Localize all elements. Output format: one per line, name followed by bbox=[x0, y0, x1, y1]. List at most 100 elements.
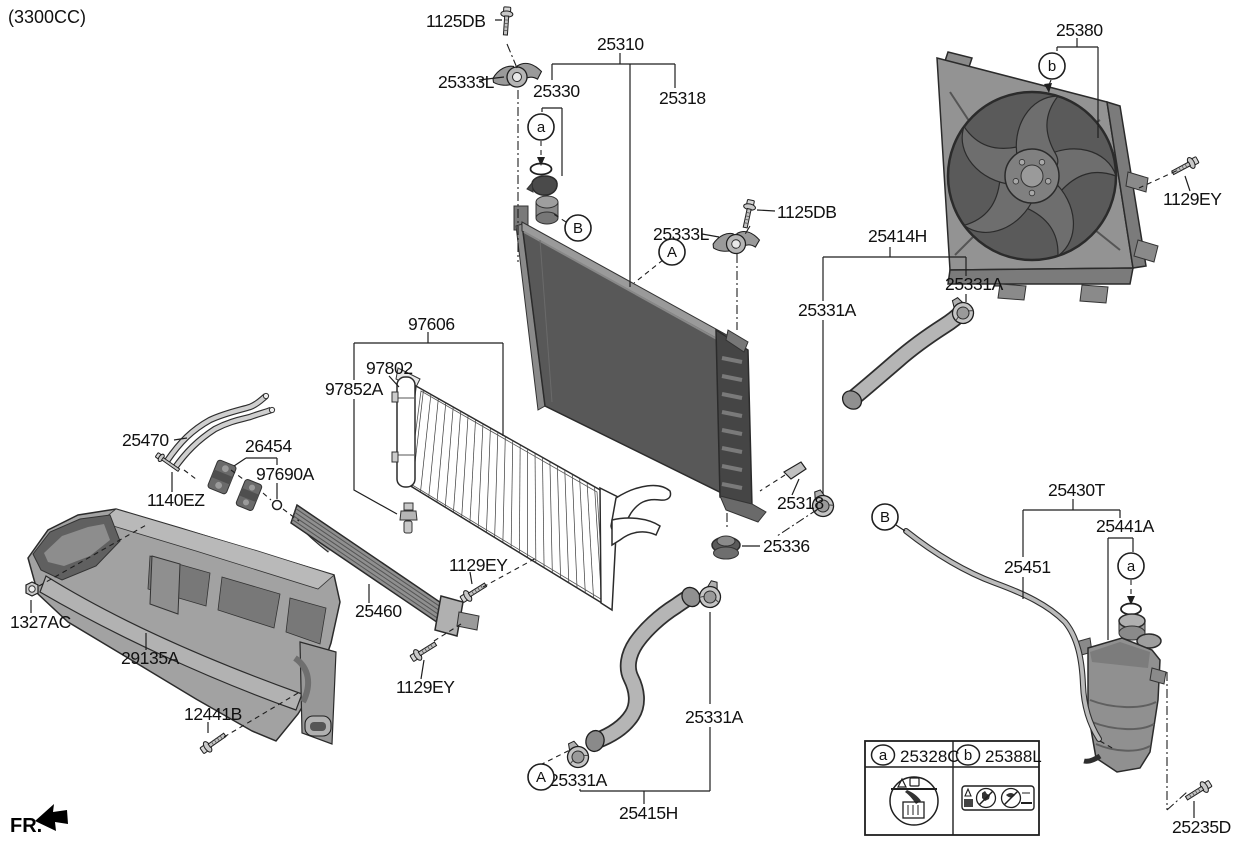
svg-text:a: a bbox=[537, 119, 546, 136]
svg-text:b: b bbox=[1048, 58, 1056, 75]
callout-A-radiator: A bbox=[658, 238, 686, 266]
callout-B-filler-neck: B bbox=[564, 214, 592, 242]
drier-valve-fitting bbox=[399, 502, 418, 534]
legend-part-a: 25328C bbox=[900, 747, 960, 766]
radiator-cap-illustration bbox=[526, 162, 558, 196]
legend-table: a 25328C b 25388L bbox=[864, 740, 1042, 836]
dashed-reference-lines bbox=[38, 79, 1177, 770]
condenser-fins bbox=[403, 385, 611, 609]
bolt-1129EY-cooler-top bbox=[458, 579, 490, 606]
part-label-25451: 25451 bbox=[1004, 557, 1051, 577]
reservoir-cap-25441A bbox=[1118, 613, 1146, 641]
legend-key-b-circle bbox=[955, 744, 981, 766]
oil-cooler-illustration bbox=[290, 503, 480, 637]
callout-a-radiator-cap-oring: a bbox=[527, 113, 555, 141]
overflow-tube-illustration bbox=[903, 528, 1102, 742]
air-guard-illustration bbox=[27, 508, 341, 745]
part-label-12441B: 12441B bbox=[184, 704, 242, 724]
radiator-mount-bracket-right bbox=[711, 229, 762, 257]
callout-a-reservoir-oring: a bbox=[1117, 552, 1145, 580]
part-label-97802: 97802 bbox=[366, 358, 413, 378]
dash-dot-axis-lines bbox=[506, 43, 1188, 811]
front-label: FR. bbox=[10, 815, 42, 837]
condenser-illustration bbox=[391, 367, 672, 612]
coolant-reservoir-illustration bbox=[1075, 602, 1167, 773]
part-label-25318-bottom: 25318 bbox=[777, 493, 824, 513]
receiver-drier bbox=[396, 376, 416, 488]
part-label-25331A-lower-right: 25331A bbox=[685, 707, 744, 727]
svg-text:B: B bbox=[573, 220, 583, 237]
legend-part-b: 25388L bbox=[985, 747, 1042, 766]
front-arrow-icon bbox=[35, 804, 68, 831]
solid-leader-lines bbox=[30, 19, 1195, 818]
svg-text:A: A bbox=[536, 769, 546, 786]
fan-hub-bolts bbox=[1012, 159, 1052, 197]
part-label-25460: 25460 bbox=[355, 601, 402, 621]
part-label-1129EY-cooler-bottom: 1129EY bbox=[396, 677, 455, 697]
callout-A-lower-hose-clamp: A bbox=[527, 763, 555, 791]
part-label-25333L-left: 25333L bbox=[438, 72, 495, 92]
part-label-25430T: 25430T bbox=[1048, 480, 1106, 500]
part-label-25380: 25380 bbox=[1056, 20, 1103, 40]
radiator-insulator-25336 bbox=[711, 535, 741, 560]
nut-1327AC bbox=[25, 581, 39, 597]
part-label-25415H: 25415H bbox=[619, 803, 678, 823]
part-label-25318-top: 25318 bbox=[659, 88, 706, 108]
part-label-25333L-right: 25333L bbox=[653, 224, 710, 244]
hose-clamp-lower-right bbox=[696, 578, 725, 611]
arrowhead-fan-shroud bbox=[1044, 83, 1052, 93]
part-label-25310: 25310 bbox=[597, 34, 644, 54]
legend-key-b: b bbox=[964, 747, 972, 764]
engine-variant-label: (3300CC) bbox=[8, 7, 86, 27]
radiator-illustration bbox=[513, 195, 767, 523]
part-label-97690A: 97690A bbox=[256, 464, 315, 484]
svg-text:A: A bbox=[667, 244, 677, 261]
part-label-29135A: 29135A bbox=[121, 648, 180, 668]
caution-label-pictogram-b bbox=[961, 785, 1035, 811]
part-label-1129EY-cooler-top: 1129EY bbox=[449, 555, 508, 575]
bolt-1129EY-fan bbox=[1169, 153, 1201, 179]
legend-key-a-circle bbox=[870, 744, 896, 766]
bolt-12441B bbox=[197, 729, 229, 757]
upper-radiator-hose-illustration bbox=[841, 302, 972, 410]
part-number-labels: 1125DB 25310 25333L 25330 25318 25333L 1125DB 2… bbox=[10, 11, 1231, 837]
radiator-side-tank-ribs bbox=[721, 356, 743, 490]
part-label-1327AC: 1327AC bbox=[10, 612, 71, 632]
arrowhead-cap-oring bbox=[537, 157, 545, 166]
pipe-clamp-blocks-illustration bbox=[207, 459, 283, 511]
callout-B-overflow-tube: B bbox=[871, 503, 899, 531]
part-label-25331A-lower-left: 25331A bbox=[549, 770, 608, 790]
part-label-25470: 25470 bbox=[122, 430, 169, 450]
callout-b-fan-shroud: b bbox=[1038, 52, 1066, 80]
radiator-bracket-25318 bbox=[783, 461, 807, 480]
part-label-25330: 25330 bbox=[533, 81, 580, 101]
part-label-97606: 97606 bbox=[408, 314, 455, 334]
arrowhead-reservoir-oring bbox=[1127, 596, 1135, 605]
part-label-97852A: 97852A bbox=[325, 379, 384, 399]
fan-shroud-assembly-illustration bbox=[936, 51, 1159, 304]
bolt-1125DB-left bbox=[498, 6, 514, 36]
part-label-25235D: 25235D bbox=[1172, 817, 1231, 837]
part-label-1129EY-fan: 1129EY bbox=[1163, 189, 1222, 209]
bolt-25235D bbox=[1182, 777, 1214, 804]
legend-key-a: a bbox=[879, 747, 888, 764]
part-label-1125DB-top: 1125DB bbox=[426, 11, 486, 31]
part-label-1125DB-right: 1125DB bbox=[777, 202, 837, 222]
part-label-25441A: 25441A bbox=[1096, 516, 1155, 536]
bolt-1125DB-right bbox=[738, 198, 758, 230]
caution-label-pictogram-a bbox=[889, 776, 939, 826]
svg-text:B: B bbox=[880, 509, 890, 526]
coolant-pipe-25470-illustration bbox=[164, 392, 276, 471]
lower-radiator-hose-illustration bbox=[585, 586, 701, 753]
part-label-25336: 25336 bbox=[763, 536, 810, 556]
svg-text:a: a bbox=[1127, 558, 1136, 575]
pipe-o-ring-97690A bbox=[271, 499, 283, 511]
oil-cooler-tubes bbox=[291, 508, 453, 626]
part-label-1140EZ: 1140EZ bbox=[147, 490, 205, 510]
part-label-25331A-upper-right: 25331A bbox=[945, 274, 1004, 294]
front-direction-marker: FR. bbox=[10, 804, 68, 837]
part-label-25414H: 25414H bbox=[868, 226, 927, 246]
